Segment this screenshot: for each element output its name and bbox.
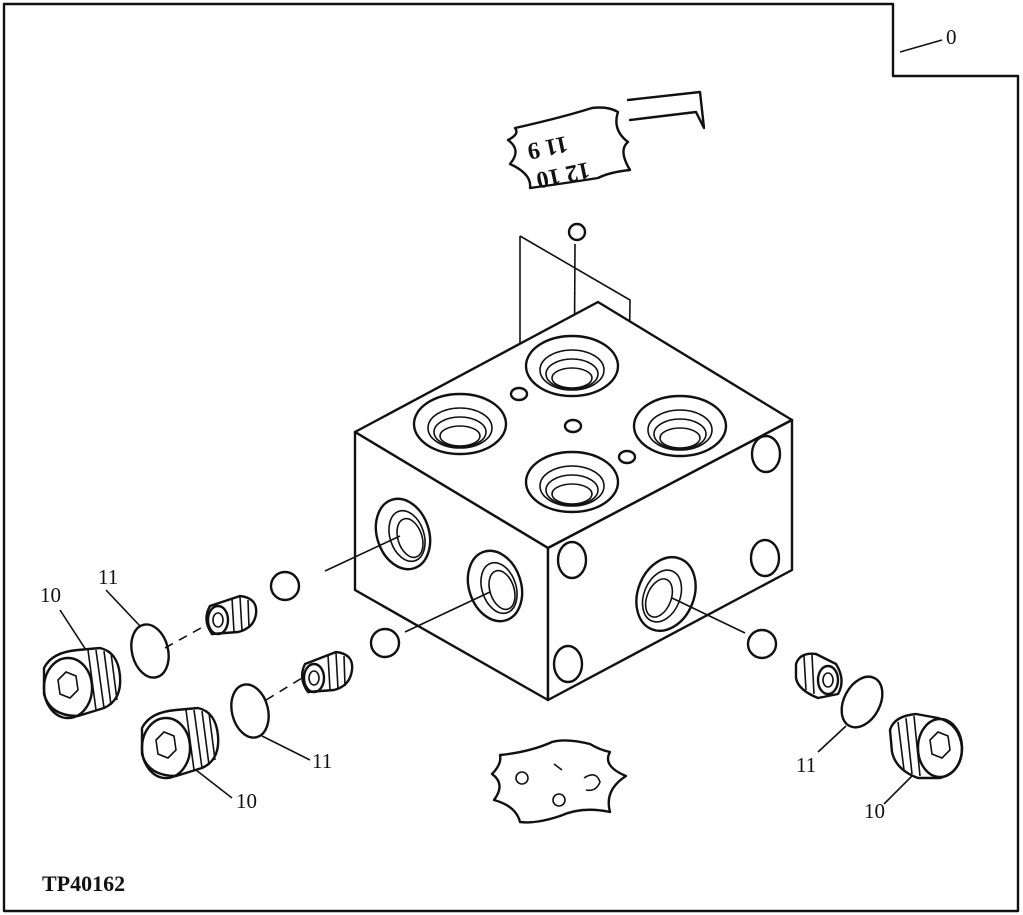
leader-oring-upper-left (105, 589, 141, 627)
check-ball-left-upper (269, 570, 301, 602)
pilot-hole-3 (617, 449, 637, 465)
dash-left-lower (265, 677, 303, 701)
mount-hole-2 (750, 434, 782, 474)
plug-left-lower (140, 706, 220, 780)
callout-plug-lower-left: 10 (236, 789, 257, 813)
check-valve-left-upper (205, 594, 258, 636)
side-port-left-lower (466, 549, 524, 623)
identification-tag-lower (490, 739, 628, 824)
check-ball-right (746, 628, 778, 660)
o-ring-left-upper (130, 623, 170, 679)
plug-right (888, 712, 964, 780)
check-valve-left-lower (300, 650, 354, 694)
top-port-rear (524, 334, 620, 398)
leader-oring-lower-left (261, 735, 311, 761)
side-port-right (635, 556, 697, 632)
pilot-hole-1 (509, 386, 529, 402)
callout-oring-right: 11 (796, 753, 816, 777)
mount-hole-1 (556, 540, 588, 580)
valve-block (353, 300, 794, 702)
top-port-right (632, 394, 728, 458)
dash-left-upper (164, 623, 209, 649)
leader-plug-lower-left (195, 769, 233, 799)
mount-hole-3 (749, 538, 781, 578)
top-port-front (524, 450, 620, 514)
check-ball-left-lower (369, 627, 401, 659)
leader-oring-right (817, 725, 847, 753)
centerline-left-upper (324, 535, 401, 572)
callout-oring-upper-left: 11 (98, 565, 118, 589)
callout-plug-right: 10 (864, 799, 885, 823)
pilot-hole-2 (563, 418, 583, 434)
plug-left-upper (42, 646, 122, 720)
check-ball-top (567, 222, 587, 242)
leader-plug-right (883, 775, 913, 805)
mount-hole-4 (552, 644, 584, 684)
top-port-left (412, 392, 508, 456)
callout-plug-upper-left: 10 (40, 583, 61, 607)
leader-plug-upper-left (59, 609, 87, 651)
callout-assembly: 0 (946, 25, 957, 49)
callout-oring-lower-left: 11 (312, 749, 332, 773)
identification-tag-upper: 12 10 11 9 (506, 90, 706, 193)
check-valve-right (794, 652, 843, 700)
callout-leader-assembly (899, 39, 943, 53)
figure-id: TP40162 (42, 871, 125, 896)
centerline-right (671, 597, 746, 634)
side-port-left-upper (374, 497, 432, 571)
o-ring-left-lower (230, 683, 270, 739)
centerline-left-lower (404, 591, 491, 633)
o-ring-right (840, 675, 884, 729)
